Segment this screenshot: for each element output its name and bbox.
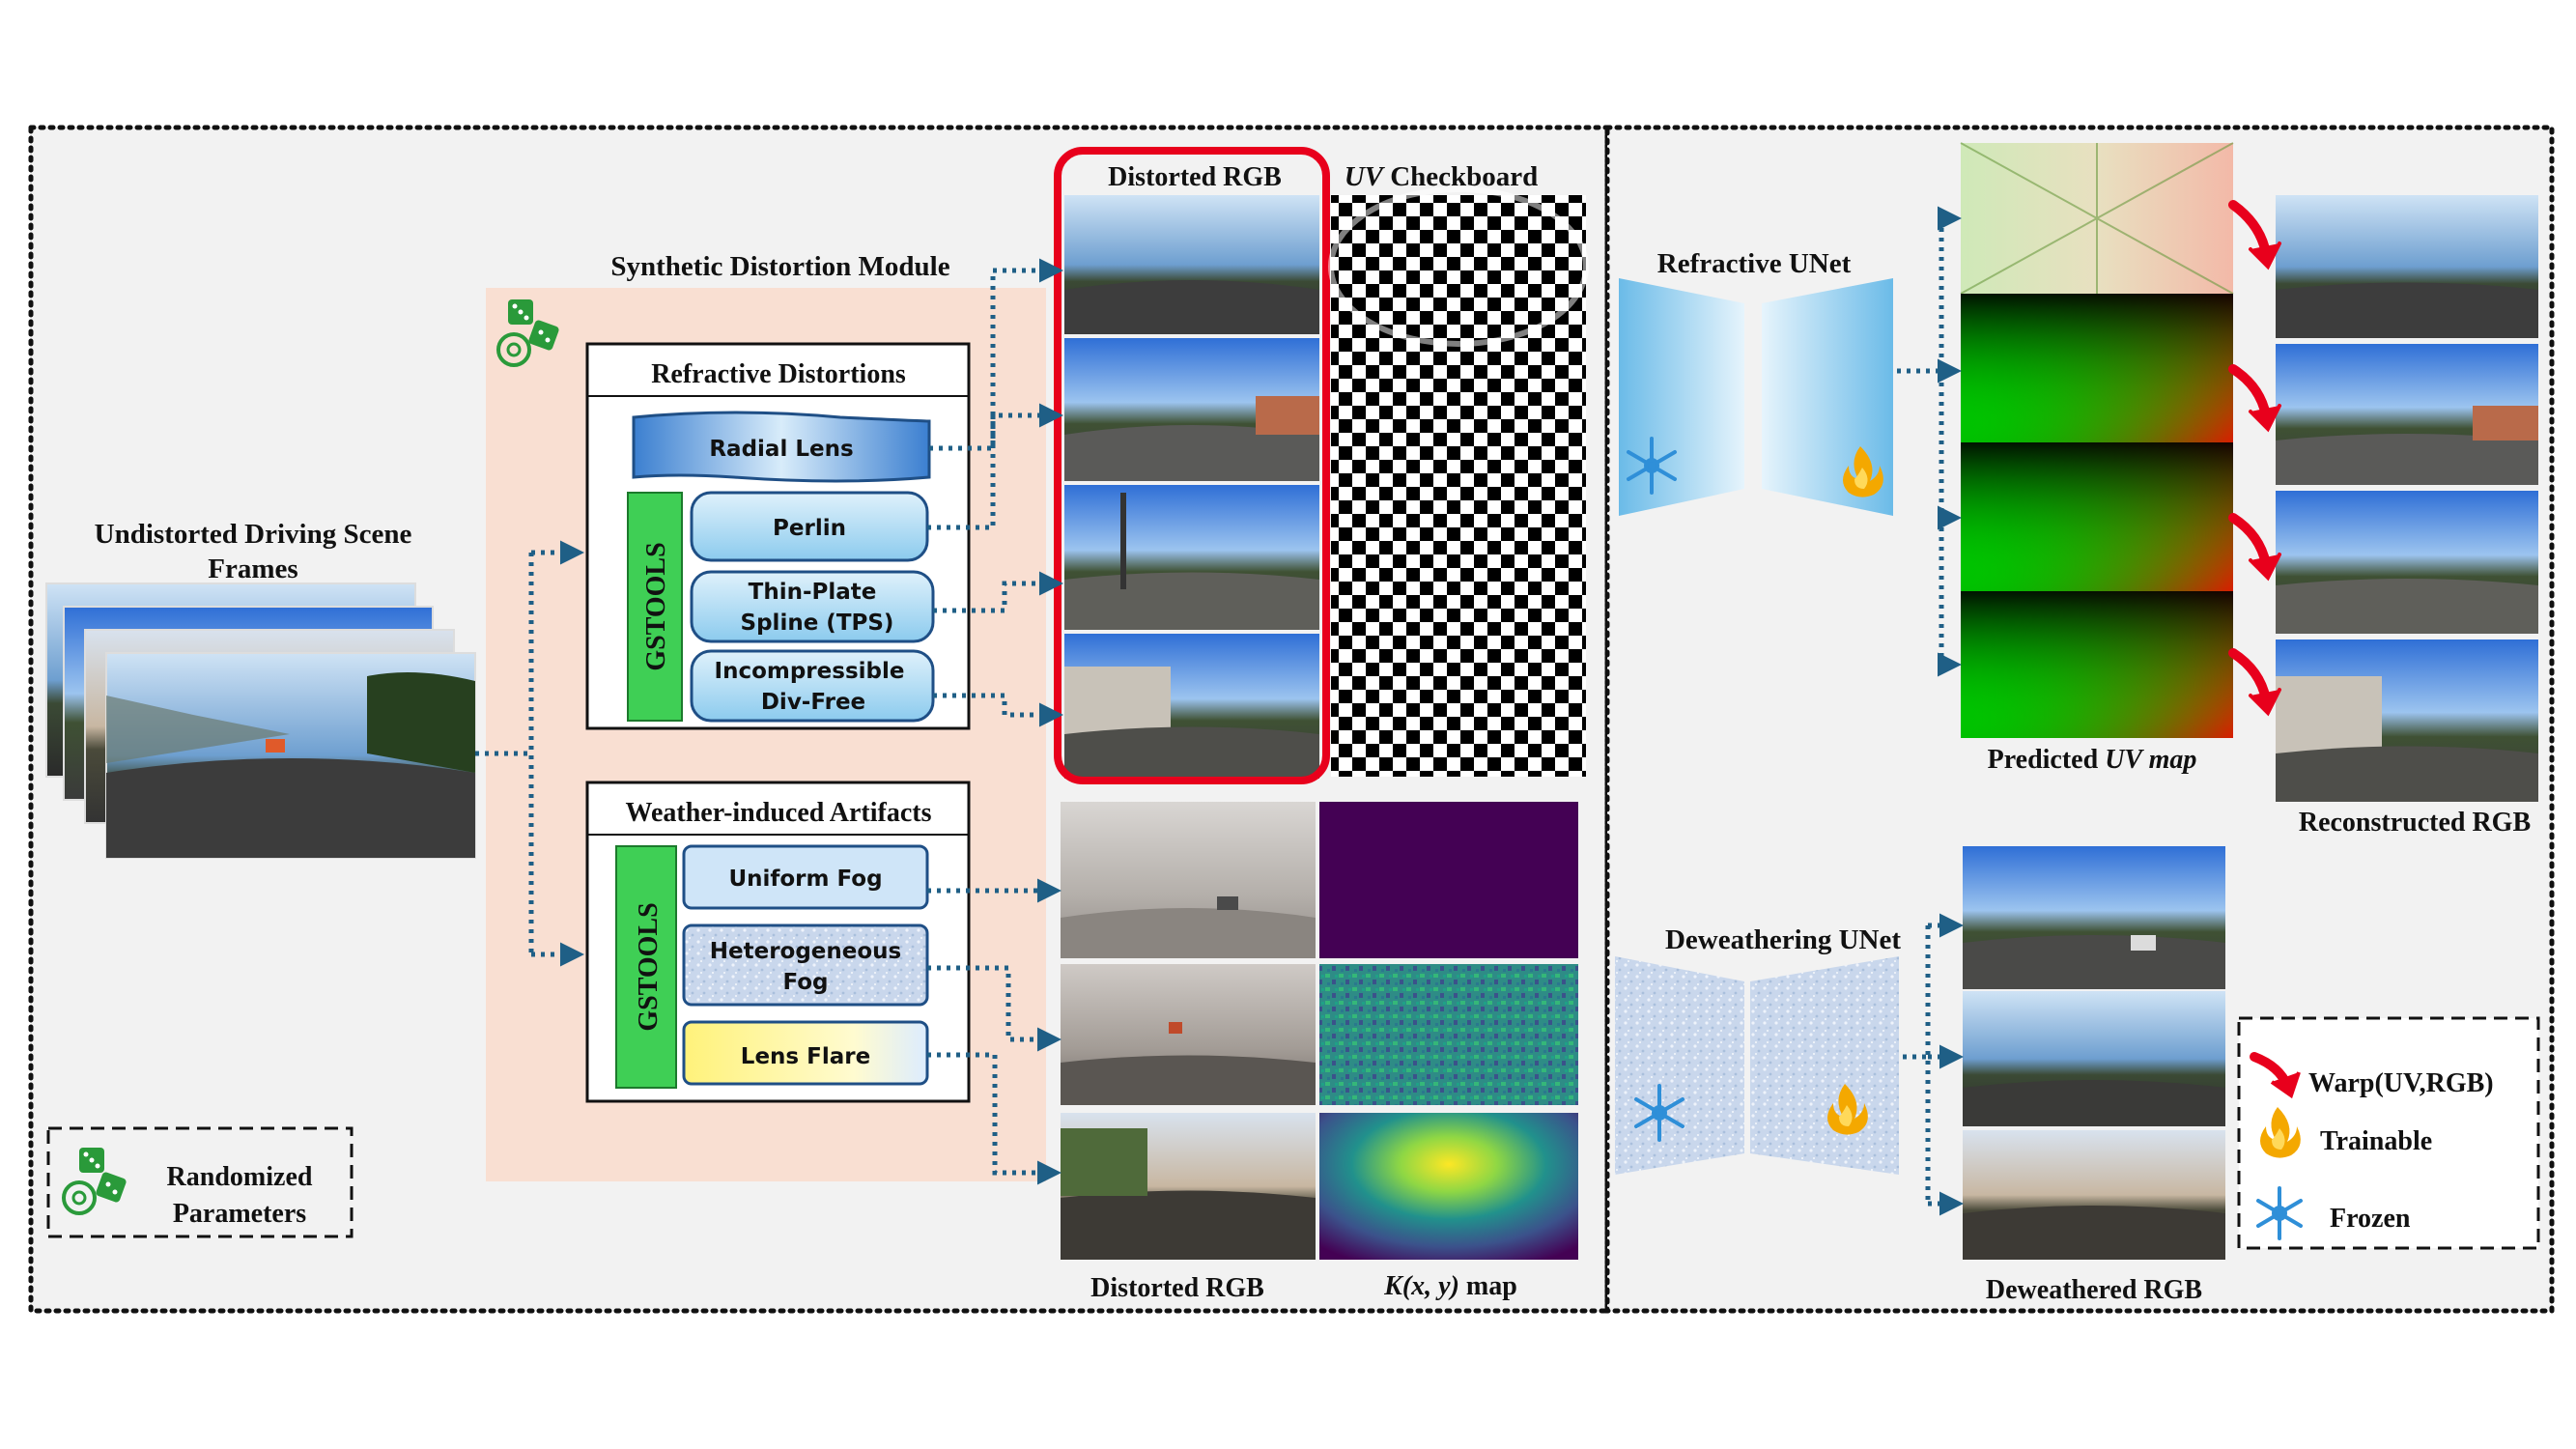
kmap-column bbox=[1319, 802, 1578, 1260]
legend-warp-label: Warp(UV,RGB) bbox=[2308, 1068, 2494, 1098]
svg-text:Lens Flare: Lens Flare bbox=[741, 1044, 870, 1069]
svg-text:Div-Free: Div-Free bbox=[761, 690, 865, 715]
gstools-label-refractive: GSTOOLS bbox=[641, 542, 671, 670]
deweathering-unet-frozen-icon bbox=[1634, 1084, 1684, 1142]
deweathering-unet-label: Deweathering UNet bbox=[1665, 924, 1901, 955]
connectors-right-bottom bbox=[1903, 913, 1964, 1216]
svg-text:Fog: Fog bbox=[782, 970, 828, 995]
uniform-fog-box: Uniform Fog bbox=[682, 844, 929, 910]
refractive-unet-frozen-icon bbox=[1627, 437, 1677, 495]
randomized-legend-line1: Randomized bbox=[167, 1162, 313, 1192]
legend-warp-arrow-icon bbox=[2250, 1052, 2301, 1099]
predicted-uv-label: Predicted UV map bbox=[1988, 745, 2197, 775]
svg-text:Uniform Fog: Uniform Fog bbox=[728, 867, 882, 892]
gstools-bar-weather bbox=[615, 845, 677, 1089]
input-frame-stack bbox=[45, 582, 476, 859]
radial-lens-box bbox=[632, 411, 931, 483]
perlin-box: Perlin bbox=[690, 491, 929, 562]
heterogeneous-fog-box: Heterogeneous Fog bbox=[682, 923, 929, 1007]
svg-text:Incompressible: Incompressible bbox=[715, 659, 905, 684]
randomized-legend-line2: Parameters bbox=[173, 1199, 306, 1229]
connectors-left bbox=[475, 258, 1063, 1185]
svg-text:Spline (TPS): Spline (TPS) bbox=[741, 611, 894, 636]
gstools-bar-refractive bbox=[627, 492, 683, 722]
reconstructed-rgb-column bbox=[2276, 195, 2538, 802]
refractive-unet-label: Refractive UNet bbox=[1657, 248, 1852, 279]
legend-trainable-icon bbox=[2260, 1107, 2301, 1158]
gstools-label-weather: GSTOOLS bbox=[634, 902, 664, 1031]
svg-text:Heterogeneous: Heterogeneous bbox=[710, 939, 902, 964]
distorted-rgb-top-label: Distorted RGB bbox=[1108, 162, 1282, 192]
deweathered-rgb-column bbox=[1963, 846, 2225, 1260]
refractive-unet-trainable-icon bbox=[1843, 446, 1883, 497]
legend-trainable-label: Trainable bbox=[2320, 1126, 2432, 1156]
distorted-rgb-column bbox=[1064, 195, 1319, 779]
randomized-legend-icon bbox=[62, 1148, 127, 1215]
input-title-line1: Undistorted Driving Scene bbox=[95, 519, 412, 550]
input-title-line2: Frames bbox=[208, 554, 297, 584]
svg-text:Thin-Plate: Thin-Plate bbox=[749, 580, 877, 605]
randomized-legend-box bbox=[46, 1126, 354, 1238]
warp-arrows bbox=[2228, 200, 2281, 717]
kmap-label: K(x, y) map bbox=[1383, 1271, 1517, 1301]
incompressible-box: Incompressible Div-Free bbox=[690, 649, 935, 723]
distorted-rgb-highlight bbox=[1054, 147, 1330, 784]
weather-group-title: Weather-induced Artifacts bbox=[625, 798, 931, 828]
module-title: Synthetic Distortion Module bbox=[610, 251, 949, 282]
predicted-uv-column bbox=[1960, 142, 2234, 738]
deweathering-unet-graphic bbox=[1615, 956, 1899, 1175]
tps-box: Thin-Plate Spline (TPS) bbox=[690, 570, 935, 643]
deweathered-rgb-label: Deweathered RGB bbox=[1986, 1275, 2202, 1305]
svg-text:Perlin: Perlin bbox=[773, 516, 846, 541]
refractive-group-title: Refractive Distortions bbox=[651, 359, 906, 389]
lens-flare-box: Lens Flare bbox=[682, 1020, 929, 1086]
legend-frozen-label: Frozen bbox=[2330, 1204, 2411, 1234]
uv-checkboard-column bbox=[1328, 186, 1589, 777]
deweathering-unet-trainable-icon bbox=[1827, 1084, 1868, 1135]
connectors-right-top bbox=[1897, 206, 1962, 677]
distorted-rgb-bottom-label: Distorted RGB bbox=[1090, 1273, 1264, 1303]
reconstructed-rgb-label: Reconstructed RGB bbox=[2299, 808, 2531, 838]
weather-distorted-column bbox=[1061, 802, 1316, 1260]
legend-frozen-icon bbox=[2256, 1186, 2303, 1240]
randomized-gear-icon bbox=[496, 299, 559, 367]
radial-lens-label: Radial Lens bbox=[709, 437, 853, 462]
